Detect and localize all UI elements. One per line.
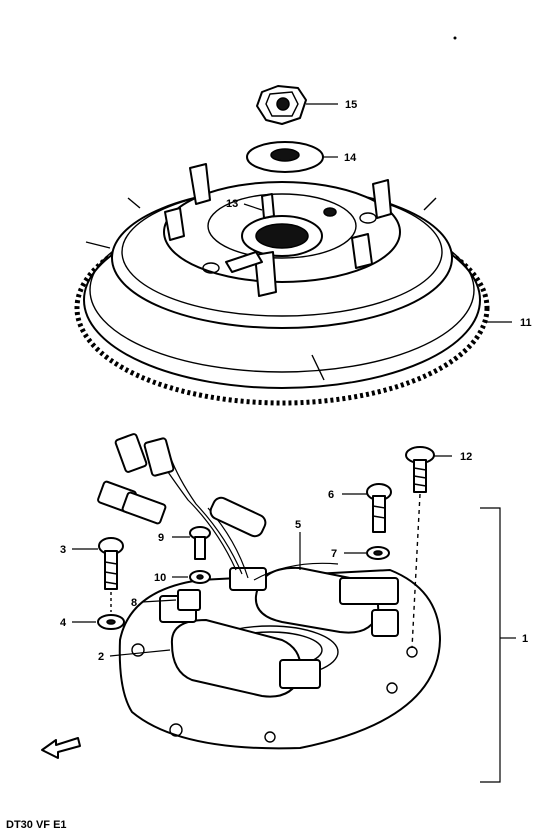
callout-labels: 15 14 13 11 12 6 5 9 3 7 10 8 4 2 1 <box>60 99 532 663</box>
part-3-screw <box>98 537 124 590</box>
part-12-screw <box>405 446 435 493</box>
callout-14: 14 <box>344 152 357 164</box>
part-11-flywheel <box>74 163 490 406</box>
callout-13: 13 <box>226 198 238 210</box>
part-10-washer <box>189 570 211 584</box>
wire-harness <box>97 433 339 581</box>
callout-11: 11 <box>520 317 532 329</box>
part-4-washer <box>97 614 125 630</box>
part-15-nut <box>256 85 307 125</box>
leader-lines <box>72 103 516 783</box>
callout-6: 6 <box>328 489 334 501</box>
part-9-screw <box>189 526 211 560</box>
callout-9: 9 <box>158 532 164 544</box>
part-6-screw <box>366 483 392 533</box>
part-7-washer <box>366 546 390 560</box>
callout-10: 10 <box>154 572 166 584</box>
callout-8: 8 <box>131 597 137 609</box>
arrow-icon <box>41 737 81 759</box>
callout-3: 3 <box>60 544 66 556</box>
callout-4: 4 <box>60 617 67 629</box>
part-8-bracket <box>177 589 201 611</box>
stray-dot <box>453 36 457 40</box>
callout-2: 2 <box>98 651 104 663</box>
figure-code: DT30 VF E1 <box>6 819 67 831</box>
callout-7: 7 <box>331 548 337 560</box>
callout-15: 15 <box>345 99 357 111</box>
alignment-lines <box>110 493 421 649</box>
part-5-charge-coil <box>229 566 399 637</box>
callout-1: 1 <box>522 633 528 645</box>
part-14-washer <box>246 141 324 173</box>
callout-12: 12 <box>460 451 472 463</box>
callout-5: 5 <box>295 519 301 531</box>
